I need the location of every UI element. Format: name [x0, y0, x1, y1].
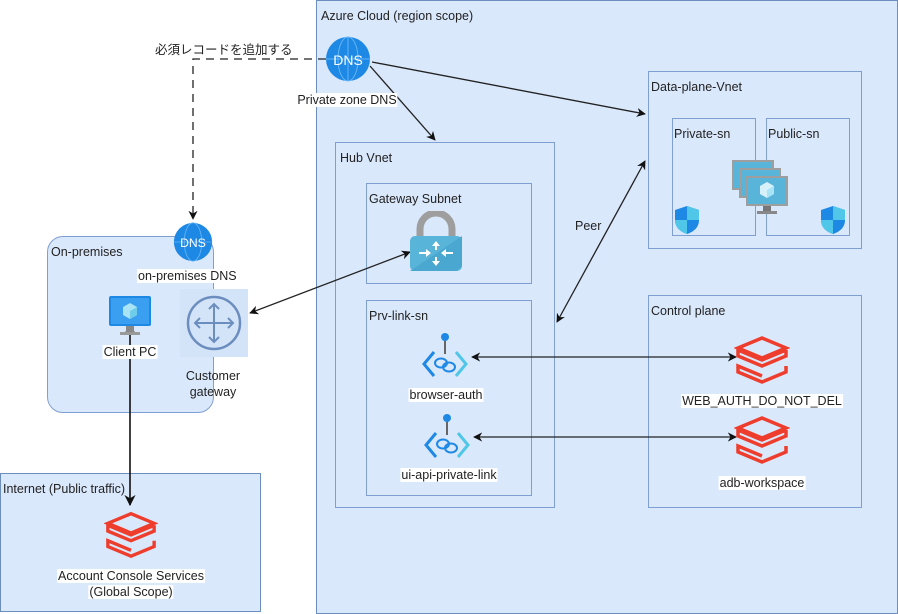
control-plane-label: Control plane [651, 304, 726, 318]
gateway-subnet-label: Gateway Subnet [369, 192, 462, 206]
on-premises-dns-icon[interactable]: DNS [173, 222, 213, 262]
hub-vnet-label: Hub Vnet [340, 151, 393, 165]
public-subnet-label: Public-sn [768, 127, 820, 141]
prv-link-subnet-label: Prv-link-sn [369, 309, 429, 323]
private-zone-dns-icon[interactable]: DNS [325, 36, 371, 82]
client-pc-label: Client PC [102, 345, 158, 359]
add-record-label: 必須レコードを追加する [154, 39, 294, 58]
account-console-databricks-icon[interactable] [104, 505, 158, 561]
azure-cloud-label: Azure Cloud (region scope) [321, 9, 474, 23]
web-auth-workspace-label: WEB_AUTH_DO_NOT_DEL [681, 394, 843, 408]
account-console-label-2: (Global Scope) [88, 585, 174, 599]
private-subnet-label: Private-sn [674, 127, 731, 141]
adb-workspace-label: adb-workspace [718, 476, 806, 490]
add-record-connector [188, 58, 326, 220]
browser-auth-endpoint-icon[interactable] [420, 332, 470, 380]
ui-api-private-link-label: ui-api-private-link [400, 468, 498, 482]
ui-api-private-link-icon[interactable] [422, 413, 472, 461]
public-sn-nsg-shield-icon [821, 206, 845, 234]
svg-text:DNS: DNS [333, 52, 363, 68]
adb-workspace-databricks-icon[interactable] [734, 410, 790, 466]
data-plane-vnet-label: Data-plane-Vnet [651, 80, 743, 94]
customer-gateway-icon[interactable] [185, 294, 243, 352]
on-premises-dns-label: on-premises DNS [137, 269, 238, 283]
private-sn-nsg-shield-icon [675, 206, 699, 234]
vpn-gateway-icon[interactable] [408, 211, 464, 273]
vm-scale-set-icon[interactable] [730, 158, 792, 218]
web-auth-databricks-icon[interactable] [734, 330, 790, 386]
private-zone-dns-label: Private zone DNS [296, 93, 398, 107]
peer-label: Peer [575, 219, 602, 233]
browser-auth-label: browser-auth [408, 388, 484, 402]
internet-label: Internet (Public traffic) [3, 482, 126, 496]
customer-gateway-label-2: gateway [189, 385, 237, 399]
account-console-label-1: Account Console Services [57, 569, 205, 583]
client-pc-icon[interactable] [107, 294, 153, 338]
svg-text:DNS: DNS [180, 236, 206, 250]
on-premises-label: On-premises [51, 245, 123, 259]
customer-gateway-label-1: Customer [185, 369, 241, 383]
